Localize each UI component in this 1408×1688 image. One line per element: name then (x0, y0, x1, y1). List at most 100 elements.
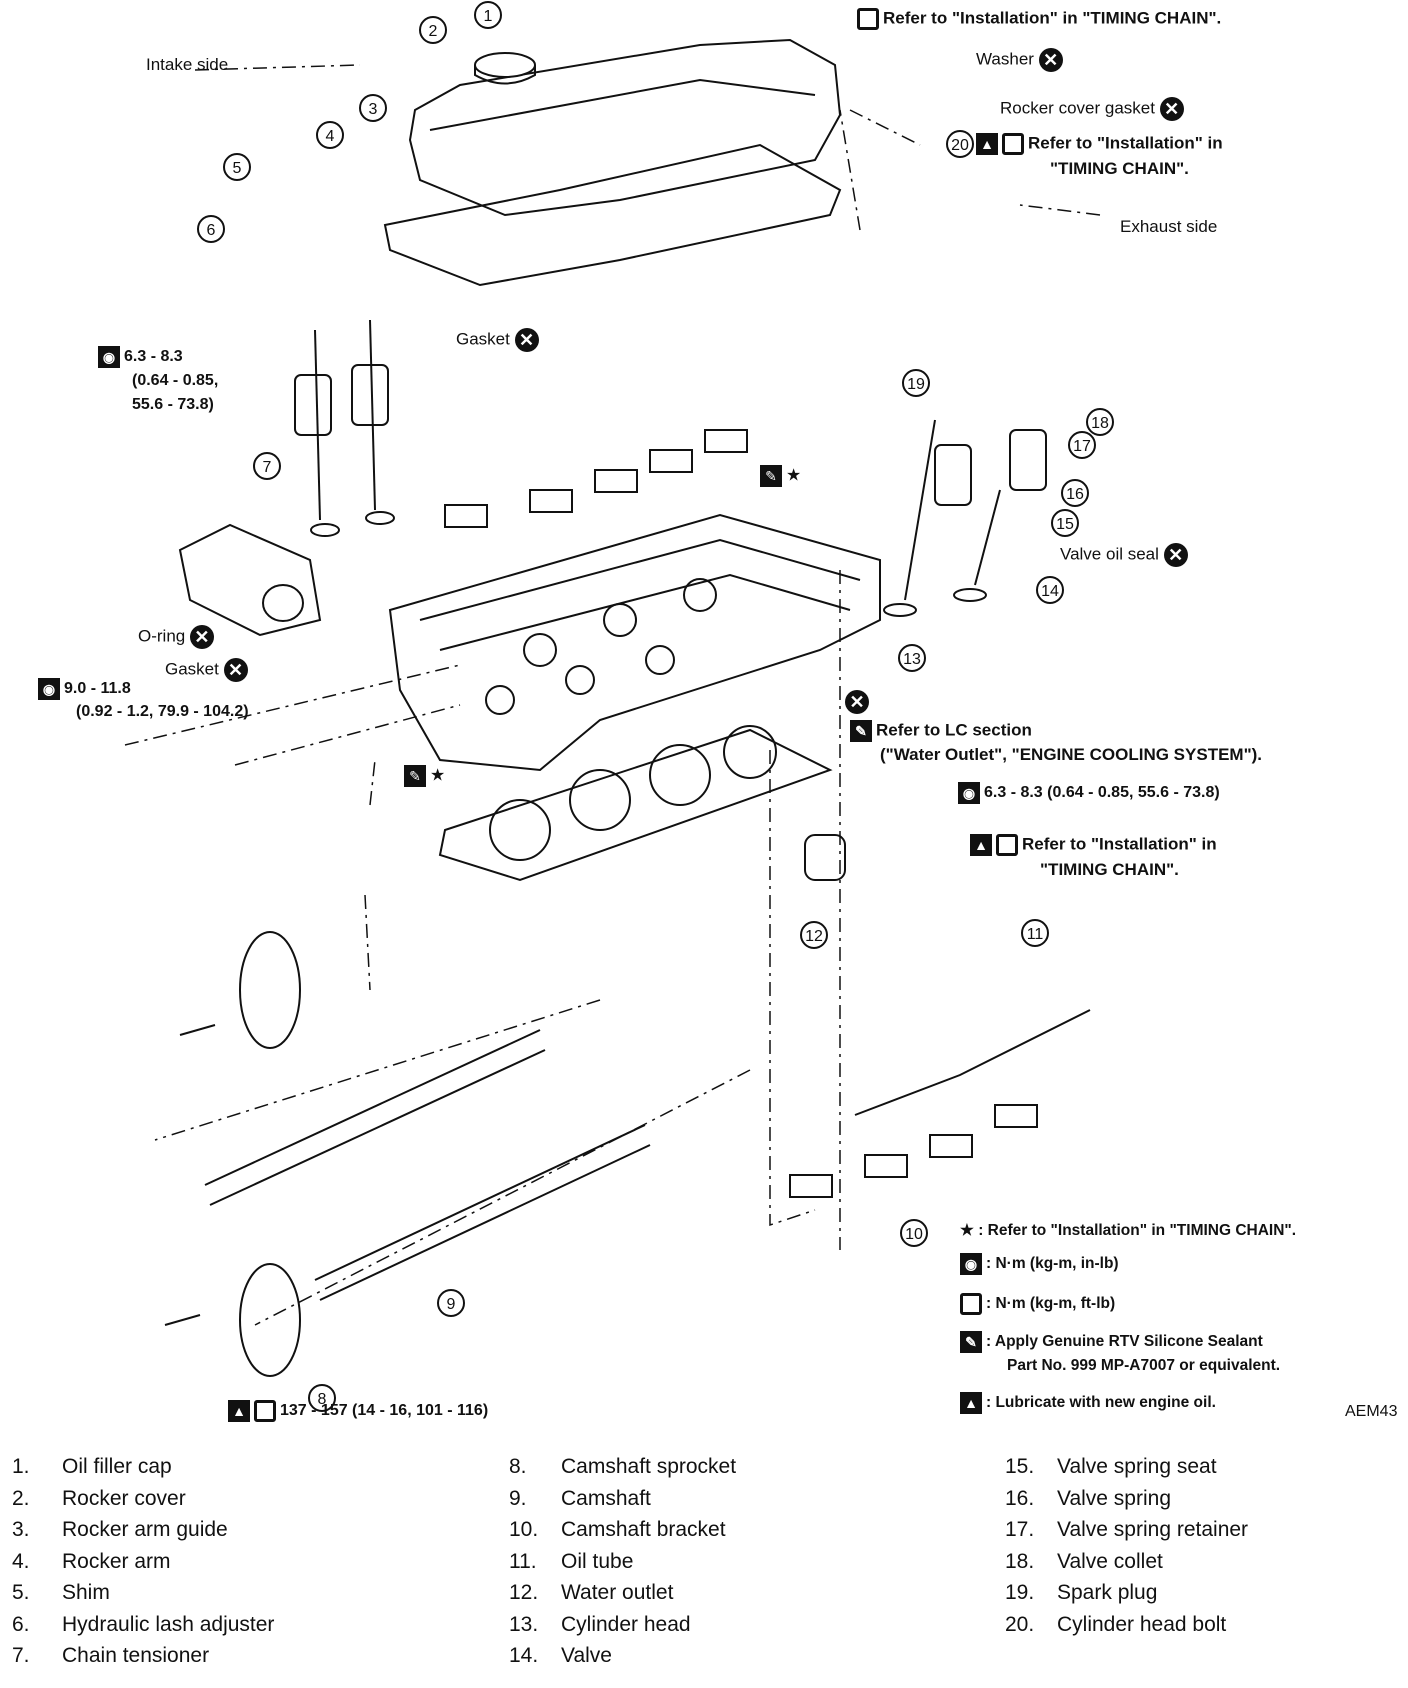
replace-icon: ✕ (845, 690, 869, 714)
callout-8: 8 (308, 1384, 336, 1412)
exhaust-side-label: Exhaust side (1120, 217, 1218, 236)
callout-13: 13 (898, 644, 926, 672)
legend-sealant: ✎: Apply Genuine RTV Silicone Sealant (960, 1331, 1263, 1353)
list-item: 4.Rocker arm (12, 1549, 171, 1573)
svg-text:20: 20 (951, 137, 969, 154)
svg-text:17: 17 (1073, 438, 1091, 455)
legend-torque-ft-lb: : N·m (kg-m, ft-lb) (960, 1293, 1115, 1315)
lc-section-note: ✎Refer to LC section (850, 720, 1032, 742)
torque-in-lb-icon: ◉ (98, 346, 120, 368)
list-item: 20.Cylinder head bolt (1005, 1612, 1227, 1636)
legend-star: ★ : Refer to "Installation" in "TIMING C… (960, 1222, 1297, 1239)
list-item: 7.Chain tensioner (12, 1644, 210, 1667)
list-item: 19.Spark plug (1005, 1581, 1158, 1604)
chain-tensioner (178, 523, 322, 637)
svg-text:7: 7 (263, 459, 272, 476)
timing-chain-note-mid-line2: "TIMING CHAIN". (1040, 860, 1179, 879)
list-item: 9.Camshaft (509, 1486, 651, 1510)
intake-side-label: Intake side (146, 55, 229, 74)
callout-14: 14 (1036, 576, 1064, 604)
o-ring-label: O-ring ✕ (138, 625, 214, 649)
legend-sealant-line2: Part No. 999 MP-A7007 or equivalent. (1007, 1357, 1281, 1374)
torque-1-line2: (0.64 - 0.85, (132, 372, 219, 389)
oil-can-icon: ▲ (960, 1392, 982, 1414)
replace-icon: ✕ (1159, 97, 1184, 121)
sealant-icon: ✎ (850, 720, 872, 742)
svg-text:3: 3 (369, 101, 378, 118)
gasket-left-label: Gasket ✕ (165, 658, 248, 682)
sealant-icon: ✎ (404, 765, 426, 787)
replace-icon: ✕ (1038, 48, 1063, 72)
torque-3: ◉6.3 - 8.3 (0.64 - 0.85, 55.6 - 73.8) (958, 782, 1220, 804)
callout-3: 3 (359, 94, 387, 122)
callout-19: 19 (902, 369, 930, 397)
callout-6: 6 (197, 215, 225, 243)
legend-lubricate: ▲: Lubricate with new engine oil. (960, 1392, 1216, 1414)
replace-icon: ✕ (223, 658, 248, 682)
replace-icon: ✕ (514, 328, 539, 352)
list-item: 10.Camshaft bracket (509, 1518, 726, 1541)
svg-text:10: 10 (905, 1226, 923, 1243)
callout-1: 1 (474, 1, 502, 29)
torque-in-lb-icon: ◉ (38, 678, 60, 700)
parts-column-3: 15.Valve spring seat 16.Valve spring 17.… (1005, 1455, 1248, 1644)
washer-label: Washer ✕ (976, 48, 1063, 72)
exploded-view-diagram: 1 2 3 4 5 6 7 8 9 10 11 12 13 14 15 16 1… (124, 1, 1114, 1412)
torque-ft-lb-icon (1002, 133, 1024, 155)
callout-18: 18 (1086, 408, 1114, 436)
sealant-star-marker-2: ✎★ (760, 465, 801, 487)
list-item: 5.Shim (12, 1581, 110, 1604)
callout-16: 16 (1061, 479, 1089, 507)
camshaft-sprocket-upper (239, 931, 301, 1049)
replace-icon: ✕ (1163, 543, 1188, 567)
torque-2: ◉9.0 - 11.8 (38, 678, 131, 700)
torque-2-line2: (0.92 - 1.2, 79.9 - 104.2) (76, 703, 249, 720)
parts-column-1: 1.Oil filler cap 2.Rocker cover 3.Rocker… (12, 1455, 274, 1676)
figure-code: AEM43 (1345, 1403, 1398, 1420)
callout-2: 2 (419, 16, 447, 44)
list-item: 2.Rocker cover (12, 1486, 186, 1510)
svg-text:11: 11 (1027, 926, 1044, 943)
gasket-top-label: Gasket ✕ (456, 328, 539, 352)
svg-text:5: 5 (233, 160, 242, 177)
timing-chain-note-top: Refer to "Installation" in "TIMING CHAIN… (857, 8, 1221, 30)
list-item: 12.Water outlet (509, 1581, 674, 1604)
torque-ft-lb-icon (857, 8, 879, 30)
svg-text:13: 13 (903, 651, 921, 668)
callout-11: 11 (1021, 919, 1049, 947)
oil-can-icon: ▲ (228, 1400, 250, 1422)
parts-column-2: 8.Camshaft sprocket 9.Camshaft 10.Camsha… (509, 1455, 736, 1676)
oil-can-icon: ▲ (970, 834, 992, 856)
list-item: 3.Rocker arm guide (12, 1518, 228, 1541)
svg-text:16: 16 (1066, 486, 1084, 503)
oil-tube (854, 1009, 1091, 1116)
rocker-cover-gasket-label: Rocker cover gasket ✕ (1000, 97, 1184, 121)
callout-7: 7 (253, 452, 281, 480)
head-gasket (438, 728, 833, 882)
callout-5: 5 (223, 153, 251, 181)
oil-filler-cap (474, 52, 536, 78)
svg-text:1: 1 (484, 8, 493, 25)
camshaft-sprocket-lower (239, 1263, 301, 1377)
star-icon: ★ (960, 1222, 979, 1239)
valve-oil-seal-label: Valve oil seal ✕ (1060, 543, 1188, 567)
lc-section-note-line2: ("Water Outlet", "ENGINE COOLING SYSTEM"… (880, 745, 1263, 764)
water-outlet (804, 834, 846, 881)
list-item: 15.Valve spring seat (1005, 1455, 1217, 1478)
camshaft-upper (204, 1029, 541, 1186)
list-item: 18.Valve collet (1005, 1549, 1163, 1573)
list-item: 16.Valve spring (1005, 1486, 1172, 1510)
list-item: 11.Oil tube (509, 1549, 634, 1573)
oil-can-icon: ▲ (976, 133, 998, 155)
torque-in-lb-icon: ◉ (960, 1253, 982, 1275)
svg-text:4: 4 (326, 128, 335, 145)
sealant-icon: ✎ (960, 1331, 982, 1353)
list-item: 6.Hydraulic lash adjuster (12, 1612, 275, 1636)
callout-20: 20 (946, 130, 974, 158)
torque-in-lb-icon: ◉ (958, 782, 980, 804)
svg-text:18: 18 (1091, 415, 1109, 432)
list-item: 13.Cylinder head (509, 1612, 691, 1636)
torque-1: ◉6.3 - 8.3 (98, 346, 183, 368)
cylinder-head (388, 513, 881, 772)
replace-icon: ✕ (189, 625, 214, 649)
